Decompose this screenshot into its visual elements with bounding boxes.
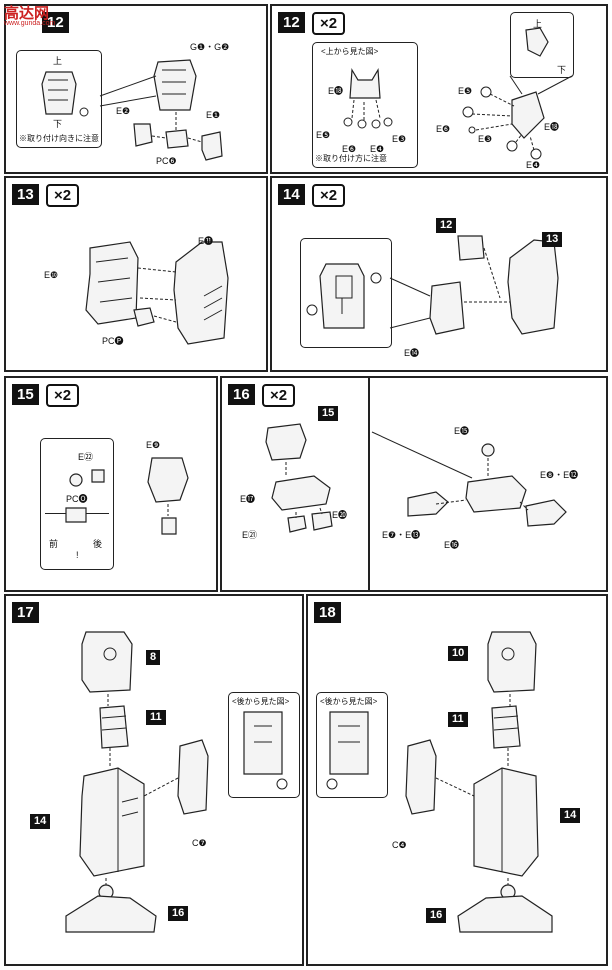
step-14-number: 14 (278, 184, 305, 205)
label-c7: C❼ (192, 838, 207, 848)
step-15-diagram (65, 457, 189, 535)
step-16-diagram (265, 423, 567, 533)
label-pcp: PC🅟 (102, 336, 124, 346)
part-ref-16: 16 (168, 906, 189, 921)
label-e6-top: E❻ (342, 144, 357, 154)
step-11-inset: 上 下 ※取り付け向きに注意 (16, 50, 102, 148)
step-11-number: 12 (42, 12, 69, 33)
label-e14: E⓮ (404, 348, 420, 358)
step-13-multiplier: ×2 (46, 184, 80, 207)
step-11-diagram (41, 59, 223, 161)
part-ref-12: 12 (436, 218, 457, 233)
step-15-multiplier: ×2 (46, 384, 80, 407)
label-pco: PC🅞 (66, 494, 88, 504)
part-ref-14: 14 (30, 814, 51, 829)
part-ref-13: 13 (542, 232, 563, 247)
step-17-panel: 17 <後から見た図> 8 11 14 16 C❼ (4, 594, 304, 966)
label-e10: E❿ (44, 270, 59, 280)
label-e15: E⓯ (454, 426, 470, 436)
label-e5: E❺ (458, 86, 473, 96)
label-e3: E❸ (478, 134, 493, 144)
step-11-panel: 12 上 下 ※取り付け向きに注意 G❶・G❷ E❷ E❶ PC❻ (4, 4, 268, 174)
step-14-multiplier: ×2 (312, 184, 346, 207)
step-12-multiplier: ×2 (312, 12, 346, 35)
up-label: 上 (533, 19, 543, 29)
label-e4-top: E❹ (370, 144, 385, 154)
back-label: 後 (93, 539, 103, 549)
label-e8-e12: E❽・E⓬ (540, 470, 579, 480)
label-e22: E㉒ (78, 452, 94, 462)
label-pc6: PC❻ (156, 156, 177, 166)
part-ref-11: 11 (448, 712, 468, 727)
label-e17: E⓱ (240, 494, 256, 504)
label-e21: E㉑ (242, 530, 258, 540)
part-ref-15: 15 (318, 406, 339, 421)
rear-view-label: <後から見た図> (320, 697, 378, 706)
attention-mark: ! (76, 550, 79, 560)
top-view-label: <上から見た図> (321, 47, 379, 56)
step-12-panel: 12 ×2 <上から見た図> ※取り付け方に注意 上 下 E⓲ E❺ E❻ E❹… (270, 4, 608, 174)
label-e18: E⓲ (544, 122, 560, 132)
mount-direction-note: ※取り付け向きに注意 (19, 134, 99, 143)
step-12-number: 12 (278, 12, 305, 33)
step-14-diagram (306, 235, 559, 335)
step-18-diagram (326, 631, 553, 933)
label-e18-top: E⓲ (328, 86, 344, 96)
step-15-panel: 15 ×2 前 後 E㉒ PC🅞 E❾ ! (4, 376, 218, 592)
label-e9: E❾ (146, 440, 161, 450)
label-g1-g2: G❶・G❷ (190, 42, 230, 52)
step-15-number: 15 (12, 384, 39, 405)
part-ref-16: 16 (426, 908, 447, 923)
step-15-inset: 前 後 (40, 438, 114, 570)
label-e16: E⓰ (444, 540, 460, 550)
inset-down-label: 下 (53, 119, 63, 129)
part-ref-14: 14 (560, 808, 581, 823)
step-16-number: 16 (228, 384, 255, 405)
step-13-number: 13 (12, 184, 39, 205)
step-17-number: 17 (12, 602, 39, 623)
label-e6: E❻ (436, 124, 451, 134)
step-13-diagram (85, 241, 229, 345)
label-e20: E⓴ (332, 510, 348, 520)
watermark-url: www.gunda.com (4, 20, 56, 27)
label-e2: E❷ (116, 106, 131, 116)
front-label: 前 (49, 539, 59, 549)
watermark-text: 高达网 (4, 5, 50, 22)
part-ref-11: 11 (146, 710, 166, 725)
label-e11: E⓫ (198, 236, 214, 246)
step-12-diagram (343, 27, 573, 160)
label-c4: C❹ (392, 840, 407, 850)
label-e7-e13: E❼・E⓭ (382, 530, 421, 540)
mount-method-note: ※取り付け方に注意 (315, 154, 387, 163)
part-ref-8: 8 (146, 650, 161, 665)
step-16-multiplier: ×2 (262, 384, 296, 407)
label-e3-top: E❸ (392, 134, 407, 144)
step-16-divider (368, 378, 370, 590)
step-18-number: 18 (314, 602, 341, 623)
label-e5-top: E❺ (316, 130, 331, 140)
step-16-panel: 16 ×2 15 E⓱ E㉑ E⓴ E⓯ E❽・E⓬ E❼・E⓭ E⓰ (220, 376, 608, 592)
watermark-logo: 高达网 www.gunda.com (4, 2, 74, 32)
step-13-panel: 13 ×2 E⓫ E❿ PC🅟 (4, 176, 268, 372)
down-label: 下 (557, 65, 567, 75)
label-e4: E❹ (526, 160, 541, 170)
top-view-inset: <上から見た図> ※取り付け方に注意 (312, 42, 418, 168)
rear-view-label: <後から見た図> (232, 697, 290, 706)
inset-up-label: 上 (53, 56, 63, 66)
label-e1: E❶ (206, 110, 221, 120)
step-14-panel: 14 ×2 12 13 E⓮ (270, 176, 608, 372)
step-18-panel: 18 <後から見た図> 10 11 14 16 C❹ (306, 594, 608, 966)
part-ref-10: 10 (448, 646, 469, 661)
step-17-diagram (65, 631, 288, 933)
